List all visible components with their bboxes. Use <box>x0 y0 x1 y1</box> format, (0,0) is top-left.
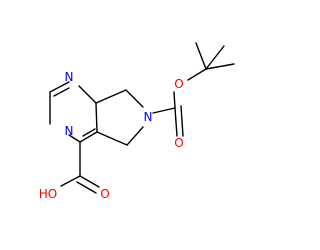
bond-n1-c2 <box>49 81 70 93</box>
bond-c8a-n1 <box>78 85 97 104</box>
bond-c8a-c7 <box>95 89 127 104</box>
bond-c-quat-ch3-right <box>205 63 235 70</box>
bond-c-quat-ch3-upright <box>205 45 225 70</box>
structure-canvas: N N N O O O HO <box>39 42 235 201</box>
bond-c7-n6 <box>125 89 144 108</box>
bond-c-quat-ch3-up <box>195 42 207 70</box>
atom-o-acid-carbonyl: O <box>100 187 109 201</box>
bond-c4a-c8a <box>95 102 98 133</box>
bond-n6-c5 <box>126 126 144 146</box>
bond-c4-c4a-inner <box>82 128 96 137</box>
bond-n1-c2-inner <box>53 87 70 97</box>
atom-n3: N <box>65 124 74 138</box>
atom-n6: N <box>144 110 153 124</box>
molecule-diagram: N N N O O O HO <box>39 42 235 201</box>
atom-o-acid-hydroxyl: HO <box>39 187 57 201</box>
bond-c-boc-o-carbonyl <box>174 107 178 137</box>
atom-o-ester: O <box>174 77 183 91</box>
bond-c-boc-o-carbonyl-2 <box>180 105 184 137</box>
bond-c5-c4a <box>96 131 128 146</box>
bond-c-acid-o-carbonyl <box>79 175 100 188</box>
bond-o-ester-c-quat <box>187 68 207 81</box>
atom-o-boc-carbonyl: O <box>174 136 183 150</box>
bond-c-boc-o-ester <box>173 91 176 109</box>
bond-n6-c-boc <box>152 107 176 114</box>
bond-c-acid-o-carbonyl-2 <box>76 181 97 194</box>
bond-c-acid-oh <box>60 175 81 187</box>
bond-c4-c4a <box>79 131 98 143</box>
bond-n3-c4 <box>68 134 81 143</box>
atom-n1: N <box>65 70 74 84</box>
